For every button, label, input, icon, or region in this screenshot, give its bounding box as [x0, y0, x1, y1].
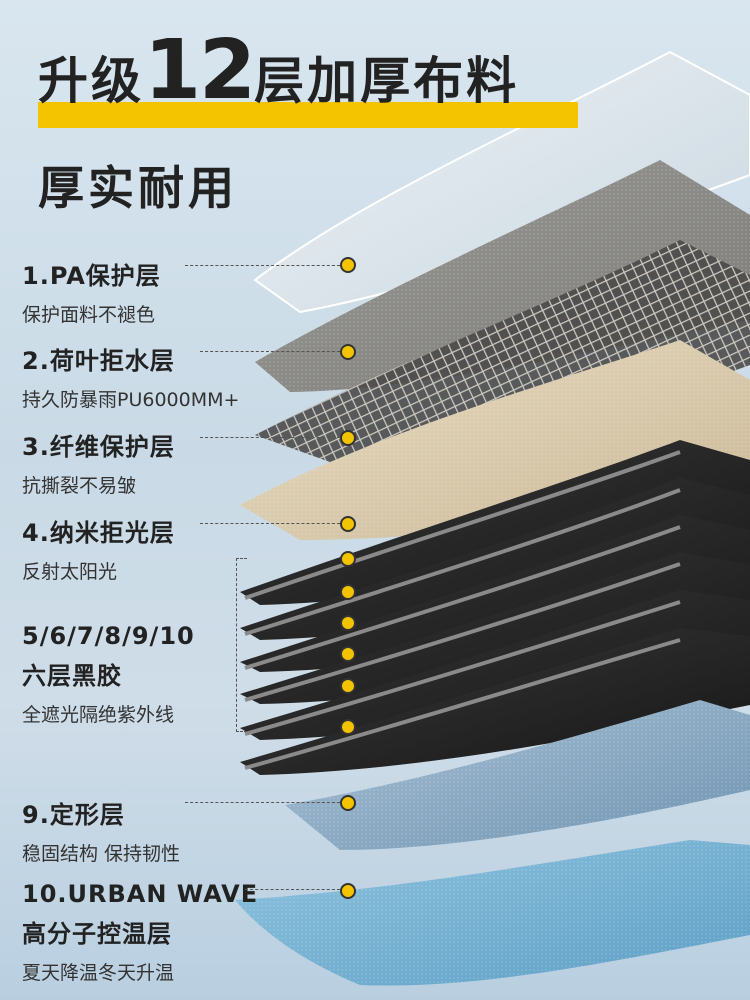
marker-dot [340, 883, 356, 899]
leader-line [245, 889, 340, 890]
layer-heading: 10.URBAN WAVE [22, 880, 259, 908]
layer-heading-2: 高分子控温层 [22, 920, 172, 948]
layer-heading: 3.纤维保护层 [22, 433, 175, 461]
leader-line [200, 523, 340, 524]
layer-heading: 9.定形层 [22, 801, 125, 829]
marker-dot [340, 257, 356, 273]
layer-label-2: 2.荷叶拒水层 持久防暴雨PU6000MM+ [22, 341, 239, 412]
title-part2: 层加厚布料 [254, 52, 520, 110]
marker-dot [340, 719, 356, 735]
title-part1: 升级 [38, 52, 144, 110]
marker-dot [340, 615, 356, 631]
title-highlight-bar [38, 102, 578, 128]
layer-label-5-10: 5/6/7/8/9/10 六层黑胶 全遮光隔绝紫外线 [22, 622, 195, 727]
leader-line [185, 265, 340, 266]
layer-label-9: 9.定形层 稳固结构 保持韧性 [22, 795, 180, 866]
layer-label-3: 3.纤维保护层 抗撕裂不易皱 [22, 427, 175, 498]
layer-label-4: 4.纳米拒光层 反射太阳光 [22, 513, 175, 584]
layer-label-1: 1.PA保护层 保护面料不褪色 [22, 256, 161, 327]
layer-subtext: 全遮光隔绝紫外线 [22, 704, 175, 726]
black-layers-bracket [236, 558, 247, 732]
leader-line [200, 437, 340, 438]
layer-heading-2: 六层黑胶 [22, 662, 122, 690]
layer-subtext: 抗撕裂不易皱 [22, 475, 137, 497]
leader-line [185, 802, 340, 803]
layer-heading: 5/6/7/8/9/10 [22, 622, 195, 650]
title-number: 12 [144, 23, 256, 118]
marker-dot [340, 584, 356, 600]
layer-subtext: 持久防暴雨PU6000MM+ [22, 389, 240, 411]
marker-dot [340, 344, 356, 360]
marker-dot [340, 516, 356, 532]
layer-subtext: 稳固结构 保持韧性 [22, 843, 181, 865]
leader-line [200, 351, 340, 352]
marker-dot [340, 551, 356, 567]
black-layers-group [240, 440, 750, 775]
layer-subtext: 反射太阳光 [22, 561, 118, 583]
layer-heading: 4.纳米拒光层 [22, 519, 175, 547]
marker-dot [340, 678, 356, 694]
layer-heading: 1.PA保护层 [22, 262, 161, 290]
marker-dot [340, 795, 356, 811]
layer-label-10: 10.URBAN WAVE 高分子控温层 夏天降温冬天升温 [22, 880, 258, 985]
layer-subtext: 夏天降温冬天升温 [22, 962, 175, 984]
layer-heading: 2.荷叶拒水层 [22, 347, 175, 375]
marker-dot [340, 646, 356, 662]
layer-subtext: 保护面料不褪色 [22, 304, 156, 326]
marker-dot [340, 430, 356, 446]
title-line-1: 升级12层加厚布料 [38, 30, 519, 113]
title-line-2: 厚实耐用 [38, 161, 238, 215]
